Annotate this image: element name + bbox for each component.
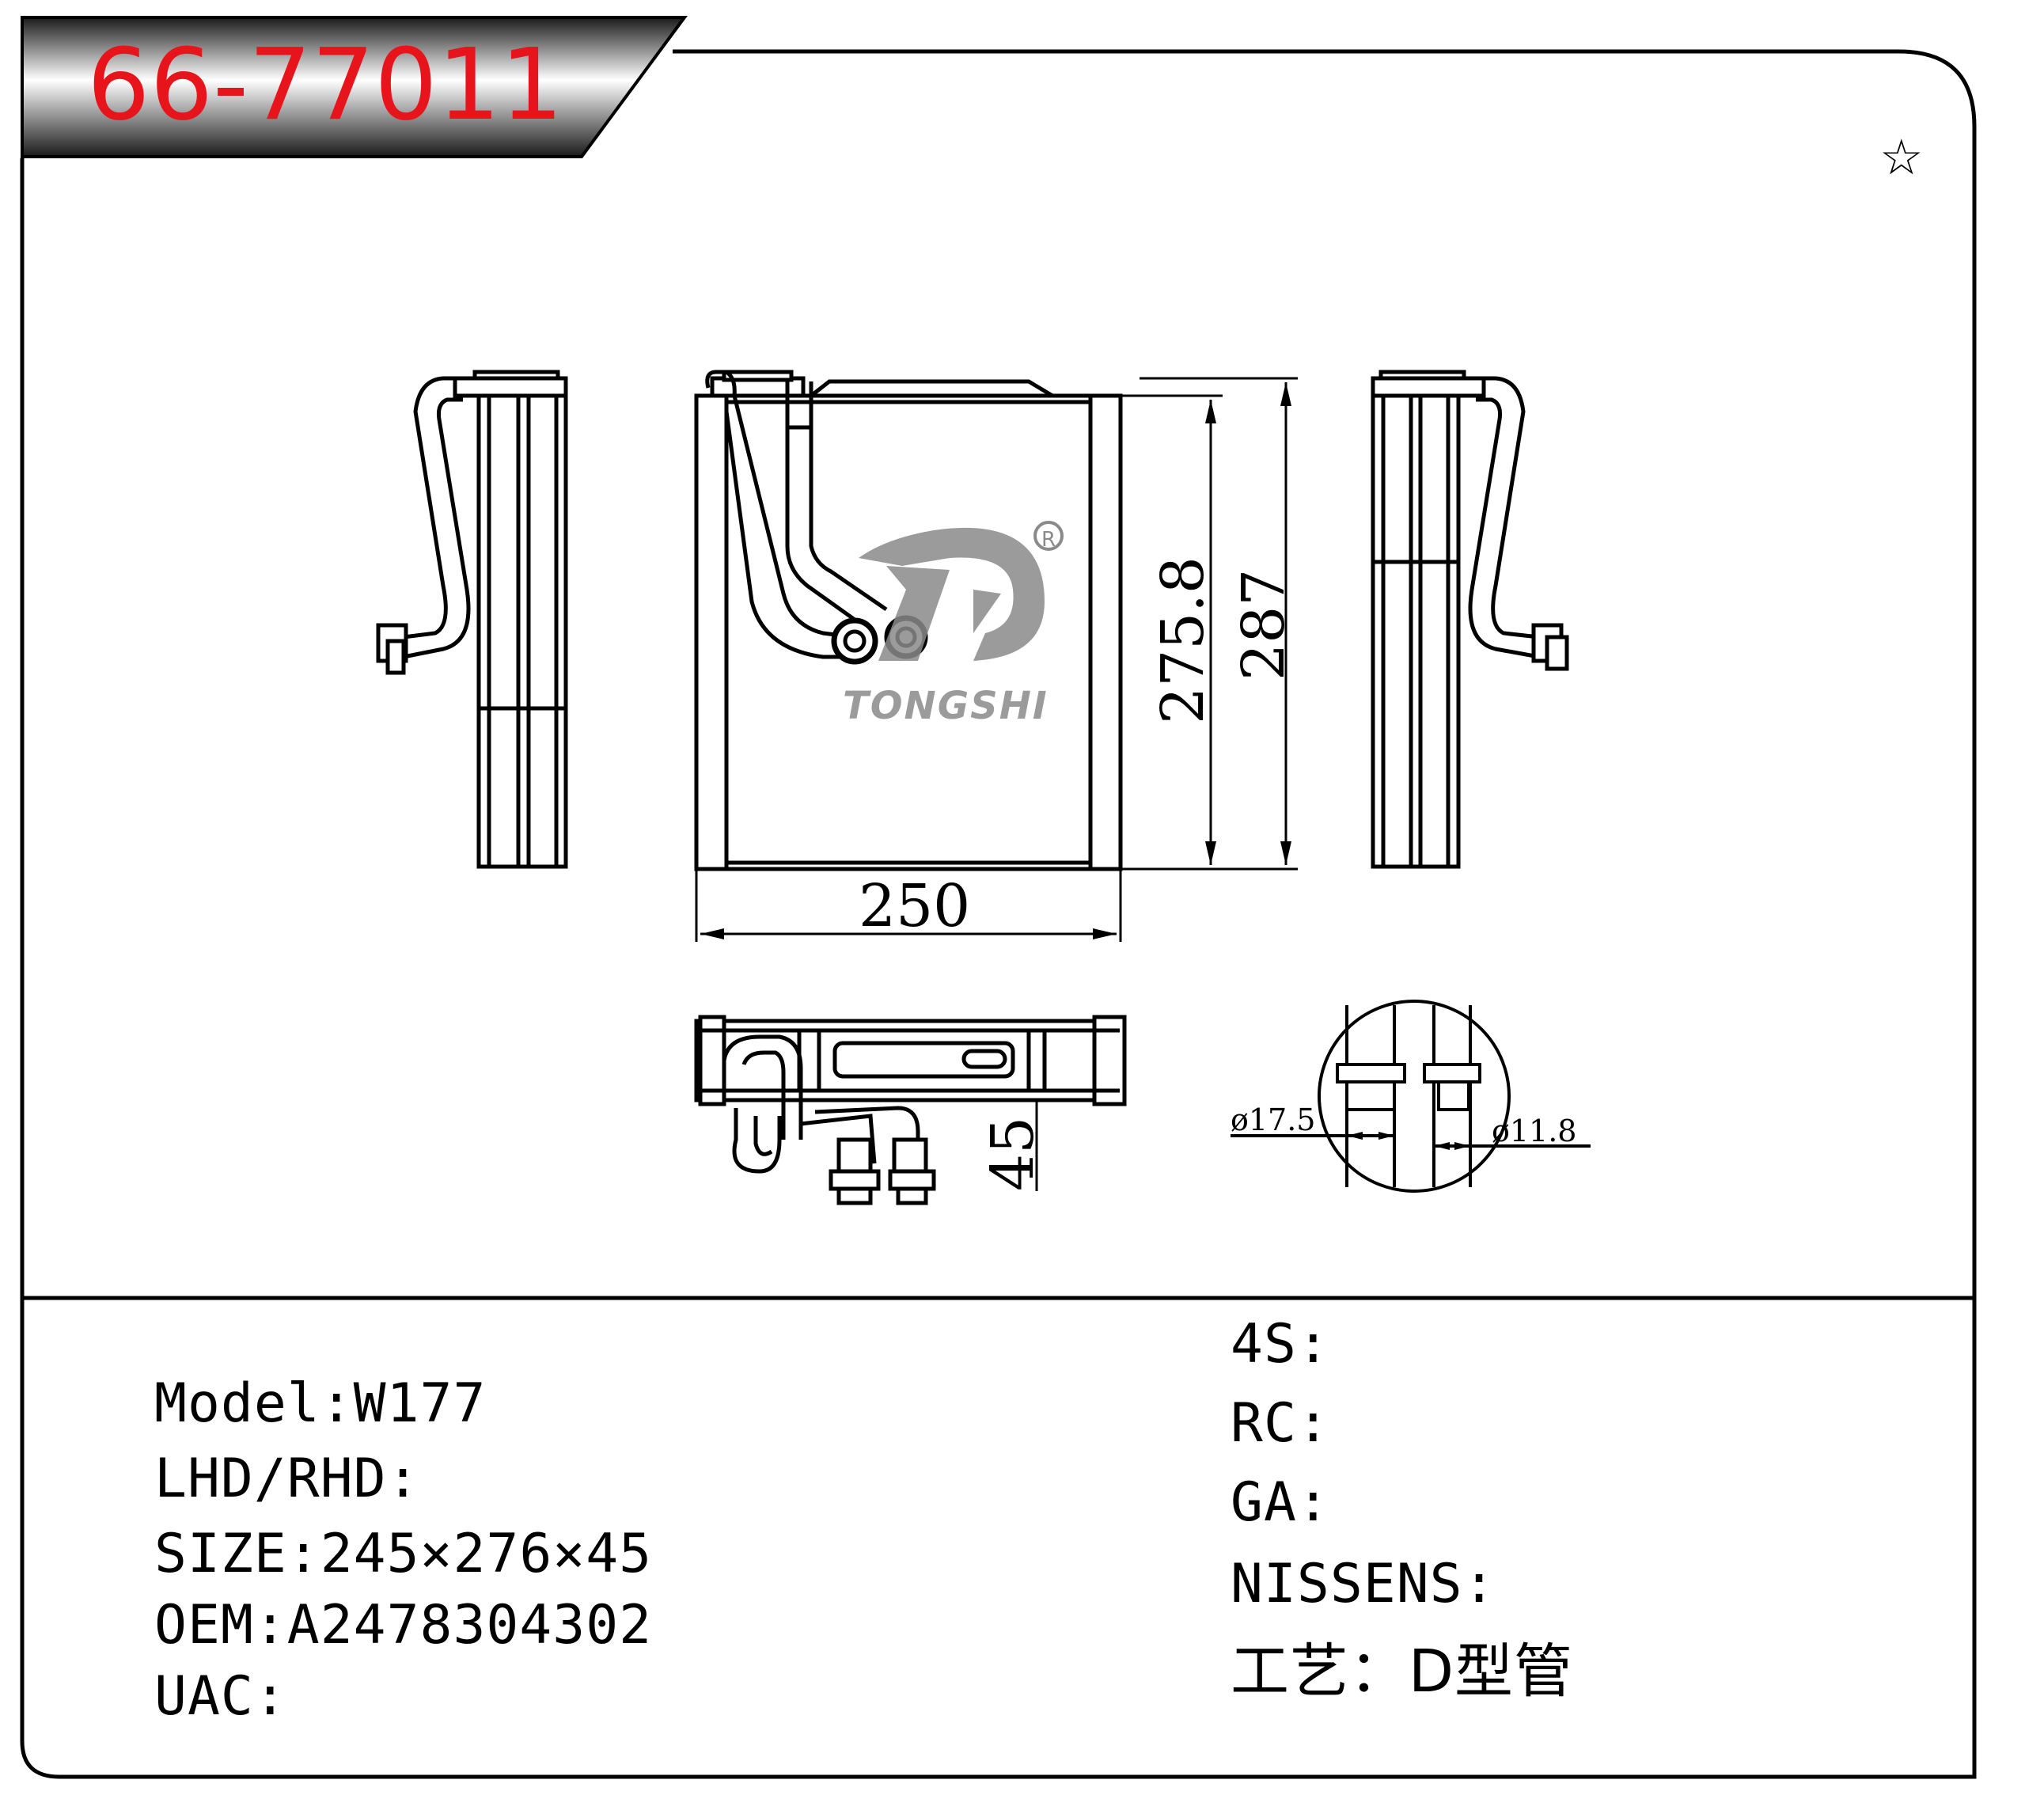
spec-4s-sep: : — [1296, 1313, 1330, 1376]
spec-ga-sep: : — [1296, 1471, 1330, 1534]
pipe-detail-view — [1231, 1000, 1591, 1193]
spec-size-sep: : — [286, 1523, 320, 1585]
spec-4s: 4S: — [1231, 1318, 1330, 1372]
spec-ga-label: GA — [1231, 1471, 1297, 1534]
sheet-frame — [20, 49, 1977, 1779]
spec-uac-sep: : — [253, 1665, 287, 1728]
spec-nissens: NISSENS: — [1231, 1558, 1496, 1611]
spec-model-label: Model — [154, 1372, 320, 1435]
spec-process-label: 工艺 — [1231, 1638, 1349, 1706]
part-number: 66-77011 — [87, 28, 563, 142]
pipe-large-diameter: ø17.5 — [1231, 1102, 1316, 1137]
spec-lhd-rhd-label: LHD/RHD — [154, 1448, 387, 1510]
spec-oem-label: OEM — [154, 1594, 254, 1656]
spec-size-value: 245×276×45 — [320, 1523, 653, 1585]
spec-lhd-rhd: LHD/RHD: — [154, 1452, 420, 1506]
spec-rc-label: RC — [1231, 1392, 1297, 1455]
spec-ga: GA: — [1231, 1476, 1330, 1530]
left-side-view — [376, 370, 568, 869]
height-total-value: 287 — [1230, 569, 1298, 681]
spec-uac: UAC: — [154, 1670, 287, 1724]
spec-4s-label: 4S — [1231, 1313, 1297, 1376]
spec-oem-value: A2478304302 — [286, 1594, 653, 1656]
front-view — [694, 370, 1123, 871]
spec-oem-sep: : — [253, 1594, 287, 1656]
spec-process-value: D型管 — [1409, 1638, 1573, 1706]
spec-model-value: W177 — [353, 1372, 487, 1435]
height-total-dimension — [1140, 377, 1298, 871]
spec-process: 工艺：D型管 — [1231, 1642, 1573, 1701]
height-core-dimension — [1121, 394, 1223, 871]
spec-model: Model:W177 — [154, 1377, 486, 1431]
spec-process-sep: ： — [1349, 1638, 1409, 1706]
spec-lhd-rhd-sep: : — [386, 1448, 420, 1510]
height-core-value: 275.8 — [1149, 556, 1217, 724]
star-icon: ☆ — [1879, 128, 1924, 186]
pipe-dimension-arrows — [1347, 1132, 1470, 1150]
logo-wordmark: TONGSHI — [843, 684, 1049, 728]
part-number-banner: 66-77011 — [21, 16, 688, 158]
registered-mark-icon: R — [1033, 521, 1064, 552]
top-view — [694, 1015, 1127, 1205]
spec-nissens-label: NISSENS — [1231, 1553, 1463, 1615]
spec-model-sep: : — [320, 1372, 354, 1435]
spec-uac-label: UAC — [154, 1665, 254, 1728]
depth-value: 45 — [979, 1117, 1047, 1191]
width-value: 250 — [859, 872, 970, 940]
spec-oem: OEM:A2478304302 — [154, 1599, 652, 1653]
spec-nissens-sep: : — [1462, 1553, 1496, 1615]
tongshi-logo: TONGSHI — [843, 527, 1049, 728]
spec-size-label: SIZE — [154, 1523, 287, 1585]
right-side-view — [1371, 370, 1569, 869]
spec-size: SIZE:245×276×45 — [154, 1527, 652, 1581]
spec-rc: RC: — [1231, 1397, 1330, 1451]
registered-mark-letter: R — [1041, 528, 1056, 552]
pipe-small-diameter: ø11.8 — [1492, 1114, 1577, 1148]
spec-rc-sep: : — [1296, 1392, 1330, 1455]
width-dimension — [695, 869, 1122, 942]
